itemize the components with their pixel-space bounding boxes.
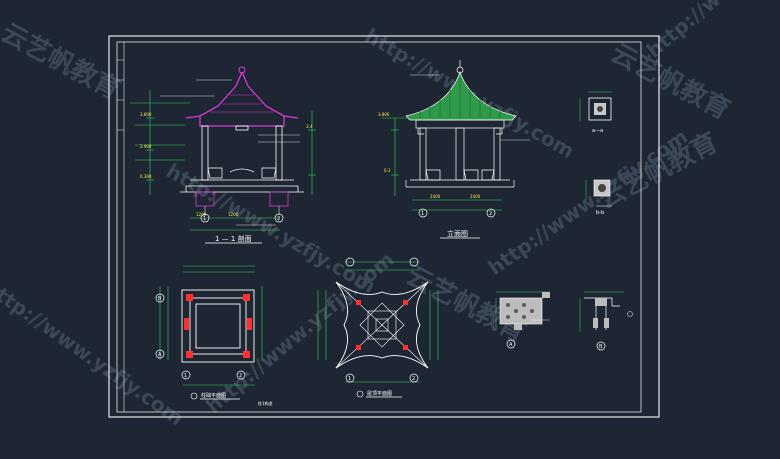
column-plan-caption: 柱1构造 xyxy=(258,400,273,406)
detail-b[interactable]: B xyxy=(579,291,633,351)
roof-plan-view[interactable]: 1 2 屋顶平面图 xyxy=(317,257,439,398)
svg-text:2400: 2400 xyxy=(430,194,441,199)
elevation-view[interactable]: 3.800 0.3 2400 2400 xyxy=(378,60,530,239)
grid-bubble-label: 1 xyxy=(184,373,187,379)
detail-bb[interactable]: b-b xyxy=(585,179,612,216)
svg-text:2400: 2400 xyxy=(470,194,481,199)
section-view[interactable]: 3.800 2.900 0.300 3.4 1200 1200 xyxy=(130,66,316,244)
watermark-url: http://www.yzfjy.com xyxy=(484,124,692,280)
column-plan-title: 柱础平面图 xyxy=(201,392,226,399)
grid-bubble-label: 2 xyxy=(277,216,280,222)
detail-b-label: B xyxy=(599,344,603,350)
drawing-frame xyxy=(108,35,660,418)
watermark-brand: 云艺帆教育 xyxy=(0,17,125,105)
svg-text:1200: 1200 xyxy=(228,212,239,217)
detail-bb-label: b-b xyxy=(596,210,604,216)
column-plan-view[interactable]: 1 2 B A 柱础平面图 柱1构造 xyxy=(155,265,273,406)
svg-text:2.900: 2.900 xyxy=(140,144,152,149)
grid-bubble-label: 1 xyxy=(421,211,424,217)
watermark-url: http://www.yzfjy.com xyxy=(642,0,780,62)
detail-a[interactable]: A xyxy=(495,291,550,349)
grid-bubble-label: 1 xyxy=(203,216,206,222)
grid-bubble-label: 2 xyxy=(239,373,242,379)
elevation-title: 立面图 xyxy=(447,229,468,238)
svg-text:1200: 1200 xyxy=(196,212,207,217)
svg-text:3.4: 3.4 xyxy=(306,124,313,129)
svg-text:3.800: 3.800 xyxy=(378,112,390,117)
svg-text:3.800: 3.800 xyxy=(140,112,152,117)
grid-bubble-label: 2 xyxy=(412,376,415,382)
grid-bubble-label: A xyxy=(158,352,162,358)
grid-bubble-label: 2 xyxy=(489,211,492,217)
detail-aa-label: a—a xyxy=(592,128,603,134)
roof-plan-title: 屋顶平面图 xyxy=(367,391,392,397)
svg-text:0.300: 0.300 xyxy=(140,174,152,179)
section-title: 1 — 1 剖面 xyxy=(215,234,252,243)
grid-bubble-label: 1 xyxy=(348,376,351,382)
svg-text:0.3: 0.3 xyxy=(384,168,391,173)
detail-aa[interactable]: a—a xyxy=(579,91,612,134)
detail-a-label: A xyxy=(509,342,513,348)
grid-bubble-label: B xyxy=(158,296,162,302)
